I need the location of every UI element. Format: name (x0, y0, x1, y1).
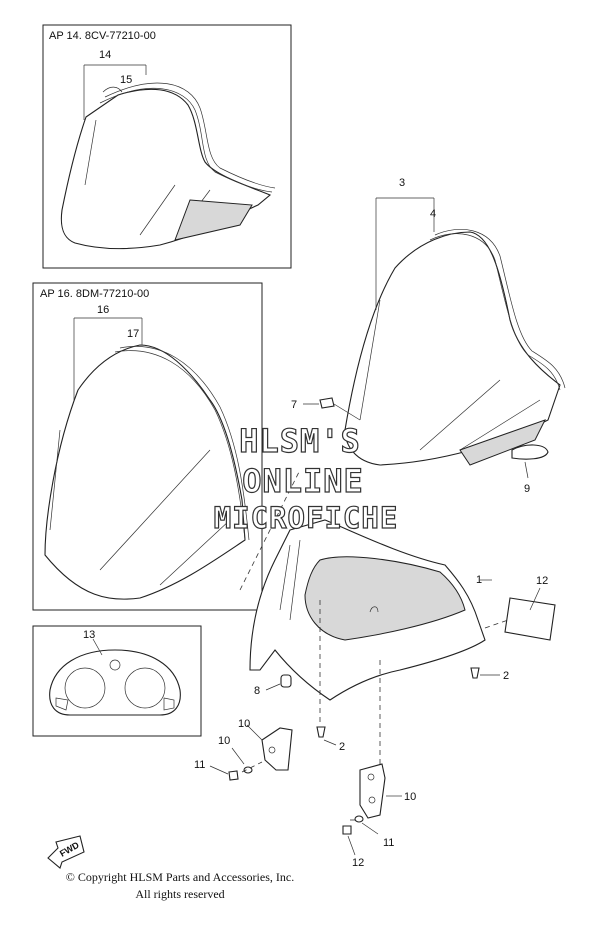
watermark-line2: ONLINE (242, 462, 364, 500)
bracket-8: 10 11 12 (342, 763, 416, 869)
inset-ap14-frame (42, 24, 292, 269)
guide-line-3 (239, 469, 301, 591)
inset-ap16-title: AP 16. 8DM-77210-00 (40, 288, 149, 300)
screw-5: 7 (291, 397, 361, 421)
watermark-line1: HLSM'S (239, 422, 361, 460)
callout-2a: 2 (503, 670, 509, 682)
callout-16: 16 (97, 304, 109, 316)
callout-14: 14 (99, 49, 111, 61)
callout-9: 10 (238, 718, 250, 730)
callout-6: 8 (254, 685, 260, 697)
bracket-9: 10 10 11 (194, 718, 293, 781)
inset-13: 13 (32, 625, 202, 737)
inset-ap14: AP 14. 8CV-77210-00 14 15 (42, 24, 292, 269)
callout-11a: 11 (194, 759, 205, 771)
inset-ap14-title: AP 14. 8CV-77210-00 (49, 30, 156, 42)
copyright-line1: © Copyright HLSM Parts and Accessories, … (65, 870, 295, 884)
windshield-ap16 (44, 344, 246, 600)
callout-5: 7 (291, 399, 297, 411)
callout-10a: 10 (218, 735, 230, 747)
callout-3: 3 (399, 177, 405, 189)
callout-8: 10 (404, 791, 416, 803)
callout-12: 12 (536, 575, 548, 587)
fwd-arrow-icon: FWD (47, 835, 85, 869)
callout-15: 15 (120, 74, 132, 86)
bolt-2a: 2 (470, 667, 509, 682)
copyright-line2: All rights reserved (135, 887, 225, 901)
inset-13-frame (32, 625, 202, 737)
inset-ap16-frame (32, 282, 263, 611)
copyright-notice: © Copyright HLSM Parts and Accessories, … (0, 869, 360, 903)
callout-11b: 12 (352, 857, 364, 869)
callout-17: 17 (127, 328, 139, 340)
callout-2b: 2 (339, 741, 345, 753)
callout-7: 9 (524, 483, 530, 495)
meter-gasket (49, 649, 181, 716)
cowling: 1 (249, 519, 492, 701)
windshield-main: 3 4 (344, 177, 566, 466)
nut-7: 9 (511, 444, 549, 495)
watermark: HLSM'S ONLINE MICROFICHE (213, 421, 399, 535)
callout-4: 4 (430, 208, 436, 220)
grommet-6: 8 (254, 674, 292, 697)
callout-10b: 11 (383, 837, 394, 849)
callout-13: 13 (83, 629, 95, 641)
watermark-line3: MICROFICHE (214, 501, 399, 535)
inset-ap16: AP 16. 8DM-77210-00 16 17 (32, 282, 263, 611)
label-12: 12 (484, 575, 556, 641)
callout-1: 1 (476, 574, 482, 586)
bolt-2b: 2 (316, 726, 345, 753)
